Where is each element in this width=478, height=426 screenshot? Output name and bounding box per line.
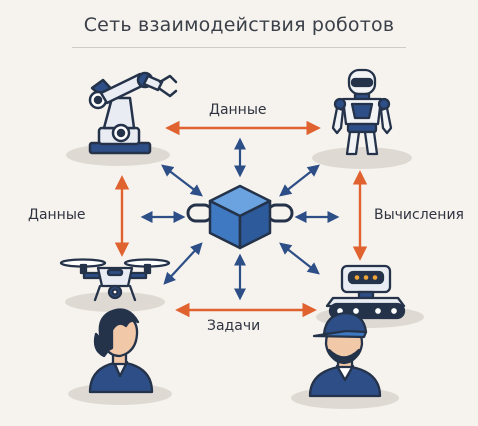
- platform-humanoid: [312, 147, 412, 169]
- platform-drone: [65, 292, 165, 312]
- arrow-hub-downleft: [163, 242, 203, 285]
- rover-robot-icon: [325, 264, 406, 320]
- arrow-hub-upright: [279, 164, 320, 197]
- label-left-data: Данные: [28, 207, 86, 223]
- worker-operator-icon: [308, 311, 382, 398]
- label-right-compute: Вычисления: [374, 207, 464, 223]
- woman-operator-icon: [88, 308, 154, 394]
- humanoid-robot-icon: [331, 68, 393, 156]
- blockchain-hub-icon: [186, 184, 294, 250]
- label-bottom-tasks: Задачи: [207, 318, 261, 334]
- robot-arm-icon: [88, 71, 178, 155]
- arrow-hub-downright: [279, 242, 320, 275]
- arrow-hub-upleft: [161, 164, 203, 197]
- label-top-data: Данные: [209, 102, 267, 118]
- diagram-title: Сеть взаимодействия роботов: [83, 14, 395, 36]
- drone-icon: [59, 258, 171, 302]
- title-divider: [72, 47, 406, 48]
